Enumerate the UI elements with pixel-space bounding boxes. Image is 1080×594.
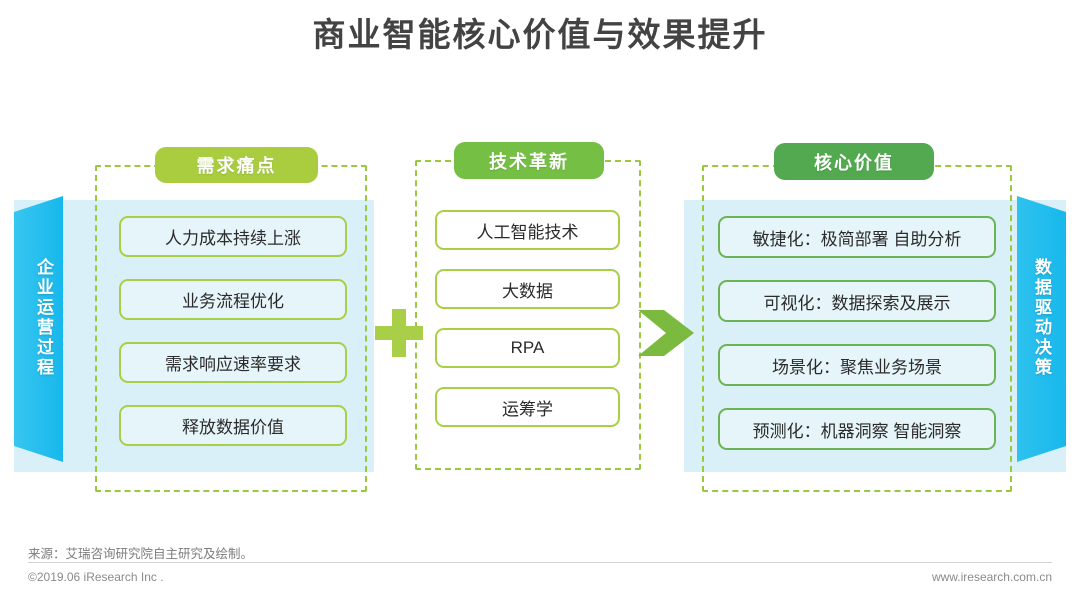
website-url: www.iresearch.com.cn [931, 570, 1052, 584]
left-trapezoid-shape [14, 196, 63, 462]
list-item[interactable]: 预测化：机器洞察 智能洞察 [718, 408, 996, 450]
list-item[interactable]: 敏捷化：极简部署 自助分析 [718, 216, 996, 258]
list-item[interactable]: 释放数据价值 [119, 405, 347, 446]
data-driven-decision-banner: 数据驱动决策 [1012, 196, 1066, 462]
enterprise-process-banner: 企业运营过程 [14, 196, 68, 462]
right-item-list: 敏捷化：极简部署 自助分析 可视化：数据探索及展示 场景化：聚焦业务场景 预测化… [718, 216, 996, 472]
list-item[interactable]: 场景化：聚焦业务场景 [718, 344, 996, 386]
list-item[interactable]: 运筹学 [435, 387, 620, 427]
list-item[interactable]: 业务流程优化 [119, 279, 347, 320]
left-blue-panel [14, 200, 374, 472]
list-item[interactable]: 人工智能技术 [435, 210, 620, 250]
right-banner-label: 数据驱动决策 [1032, 258, 1051, 378]
source-note: 来源：艾瑞咨询研究院自主研究及绘制。 [28, 547, 254, 561]
page-title: 商业智能核心价值与效果提升 [312, 16, 768, 53]
left-column: 需求痛点 人力成本持续上涨 业务流程优化 需求响应速率要求 释放数据价值 [14, 130, 374, 502]
list-item[interactable]: RPA [435, 328, 620, 368]
list-item[interactable]: 大数据 [435, 269, 620, 309]
middle-column: 技术革新 人工智能技术 大数据 RPA 运筹学 [406, 130, 650, 470]
left-banner-label: 企业运营过程 [34, 258, 53, 378]
list-item[interactable]: 需求响应速率要求 [119, 342, 347, 383]
copyright-text: ©2019.06 iResearch Inc . [28, 570, 164, 584]
footer-divider [28, 562, 1052, 563]
list-item[interactable]: 可视化：数据探索及展示 [718, 280, 996, 322]
plus-icon [375, 309, 423, 357]
right-column-header: 核心价值 [774, 143, 934, 180]
middle-item-list: 人工智能技术 大数据 RPA 运筹学 [435, 210, 620, 446]
left-column-header: 需求痛点 [155, 147, 318, 183]
chevron-right-icon [638, 310, 694, 356]
right-trapezoid-shape [1017, 196, 1066, 462]
list-item[interactable]: 人力成本持续上涨 [119, 216, 347, 257]
right-blue-panel [684, 200, 1066, 472]
right-column: 核心价值 敏捷化：极简部署 自助分析 可视化：数据探索及展示 场景化：聚焦业务场… [684, 130, 1066, 502]
left-item-list: 人力成本持续上涨 业务流程优化 需求响应速率要求 释放数据价值 [119, 216, 347, 468]
middle-column-header: 技术革新 [454, 142, 604, 179]
diagram-stage: 需求痛点 人力成本持续上涨 业务流程优化 需求响应速率要求 释放数据价值 技术革… [0, 130, 1080, 510]
